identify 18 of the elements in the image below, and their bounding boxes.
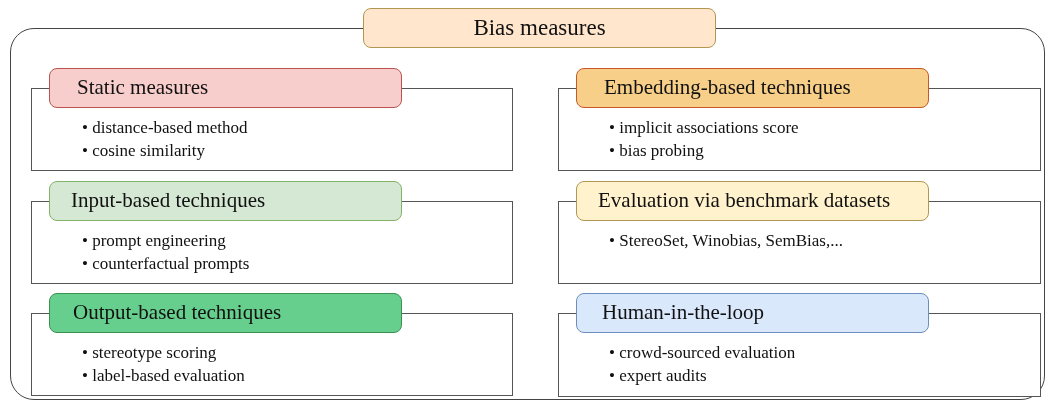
title-label: Bias measures xyxy=(363,8,716,48)
list-item: • StereoSet, Winobias, SemBias,... xyxy=(609,230,843,252)
header-label: Input-based techniques xyxy=(49,181,402,221)
header-label: Output-based techniques xyxy=(49,293,402,333)
header-label: Evaluation via benchmark datasets xyxy=(576,181,929,221)
list-item: • label-based evaluation xyxy=(82,365,245,387)
list-item: • distance-based method xyxy=(82,117,248,139)
list-item: • prompt engineering xyxy=(82,230,227,252)
list-item: • implicit associations score xyxy=(609,117,799,139)
list-item: • counterfactual prompts xyxy=(82,253,250,275)
header-label: Embedding-based techniques xyxy=(576,68,929,108)
list-item: • cosine similarity xyxy=(82,140,207,162)
list-item: • stereotype scoring xyxy=(82,342,218,364)
list-item: • bias probing xyxy=(609,140,705,162)
header-label: Static measures xyxy=(49,68,402,108)
list-item: • expert audits xyxy=(609,365,708,387)
list-item: • crowd-sourced evaluation xyxy=(609,342,796,364)
header-label: Human-in-the-loop xyxy=(576,293,929,333)
